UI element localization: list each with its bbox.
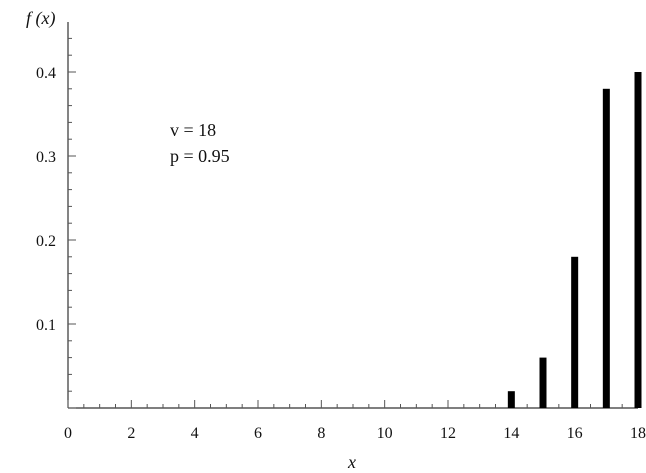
- x-tick-label: 12: [440, 425, 456, 442]
- y-tick-label: 0.4: [36, 65, 56, 82]
- ticks: [67, 37, 639, 409]
- x-tick-label: 4: [191, 425, 199, 442]
- annotation-v: v = 18: [170, 120, 216, 140]
- x-tick-label: 2: [127, 425, 135, 442]
- x-tick-label: 10: [377, 425, 393, 442]
- x-axis-title: x: [347, 452, 356, 472]
- x-tick-label: 18: [630, 425, 646, 442]
- bar-x-14: [507, 391, 515, 408]
- x-tick-label: 0: [64, 425, 72, 442]
- annotation-p: p = 0.95: [170, 146, 230, 166]
- tick-labels: 0 2 4 6 8 10 12 14 16 18 0.1 0.2 0.3 0.4: [36, 65, 646, 442]
- y-axis-title: f (x): [26, 8, 55, 29]
- x-tick-label: 8: [317, 425, 325, 442]
- x-tick-label: 6: [254, 425, 262, 442]
- axes: [67, 22, 638, 409]
- bar-x-15: [539, 357, 547, 408]
- bars: [507, 72, 642, 409]
- y-tick-label: 0.1: [36, 317, 56, 334]
- bar-x-18: [634, 72, 642, 408]
- bar-x-17: [602, 88, 610, 409]
- y-tick-label: 0.2: [36, 233, 56, 250]
- x-tick-label: 14: [503, 425, 519, 442]
- y-tick-label: 0.3: [36, 149, 56, 166]
- x-tick-label: 16: [567, 425, 583, 442]
- bar-x-16: [571, 256, 579, 408]
